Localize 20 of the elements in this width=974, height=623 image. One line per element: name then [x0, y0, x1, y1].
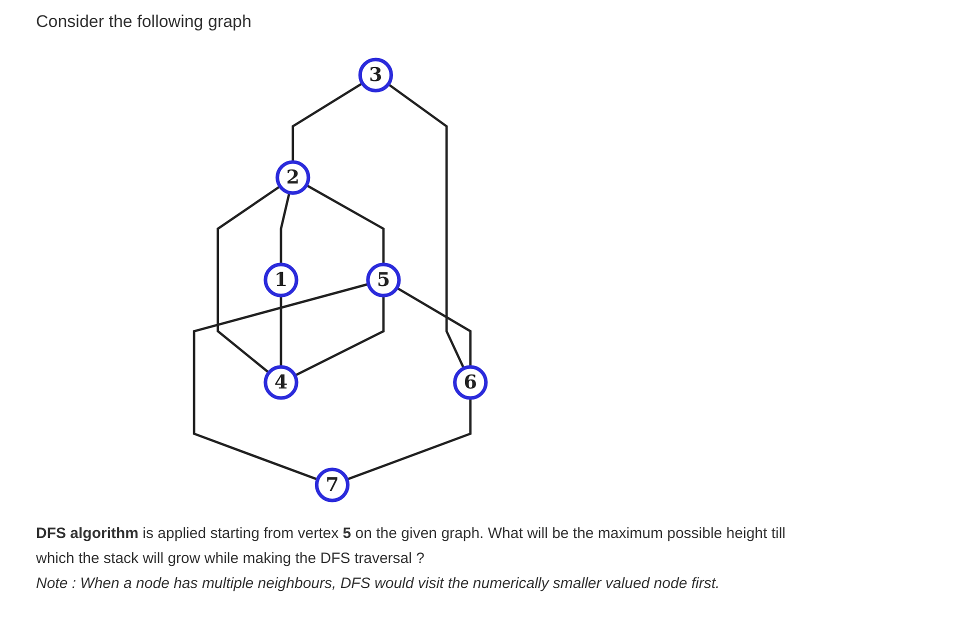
connector — [192, 282, 369, 481]
node-circle: 5 — [366, 262, 401, 298]
connector — [216, 185, 281, 374]
connector — [346, 398, 472, 481]
node-circle: 1 — [264, 262, 298, 298]
node-circle: 3 — [358, 58, 394, 92]
connector — [396, 286, 472, 367]
node-circle: 2 — [276, 160, 310, 195]
connector — [280, 296, 282, 367]
node-circle: 7 — [314, 468, 350, 502]
node-circle: 6 — [453, 365, 488, 400]
note-text: Note : When a node has multiple neighbours, DFS would visit the numerically smaller valued node first. — [36, 574, 721, 594]
connector — [292, 82, 364, 162]
connector — [280, 192, 291, 264]
node-circle: 4 — [264, 365, 298, 400]
question-text: DFS algorithm is applied starting from vertex 5 on the given graph. What will be the maximum possible height till which the stack will grow while making the DFS traversal ? — [36, 524, 787, 569]
connector — [306, 184, 385, 264]
title-text: Consider the following graph — [36, 12, 252, 32]
connector — [388, 83, 465, 369]
connector — [294, 296, 385, 377]
